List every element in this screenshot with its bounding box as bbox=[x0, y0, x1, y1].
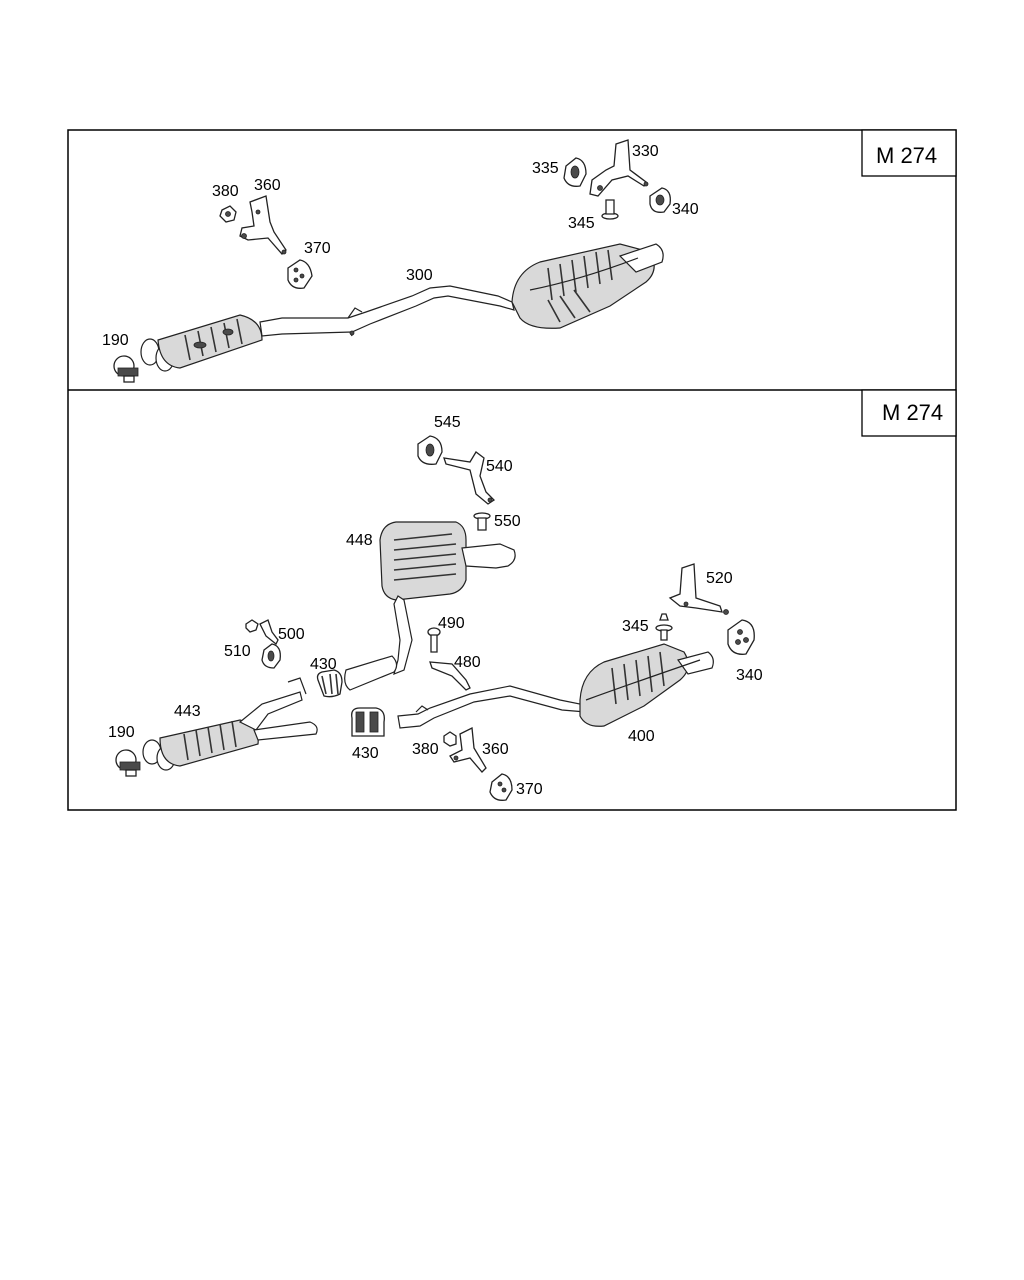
bracket-360-top bbox=[239, 195, 287, 255]
nut-510 bbox=[245, 619, 259, 633]
label-370-bottom: 370 bbox=[516, 781, 543, 798]
catalytic-converter-top bbox=[140, 314, 263, 372]
label-510: 510 bbox=[224, 643, 251, 660]
label-380: 380 bbox=[212, 183, 239, 200]
panel-bottom-title: M 274 bbox=[882, 400, 943, 425]
label-345-bottom: 345 bbox=[622, 618, 649, 635]
label-550: 550 bbox=[494, 513, 521, 530]
label-545: 545 bbox=[434, 414, 461, 431]
clamp-190-top bbox=[113, 355, 139, 383]
label-345: 345 bbox=[568, 215, 595, 232]
rubber-mount-510 bbox=[261, 643, 281, 669]
label-400: 400 bbox=[628, 728, 655, 745]
label-540: 540 bbox=[486, 458, 513, 475]
label-335: 335 bbox=[532, 160, 559, 177]
label-340: 340 bbox=[672, 201, 699, 218]
rubber-mount-545 bbox=[417, 435, 443, 465]
label-443: 443 bbox=[174, 703, 201, 720]
label-360-bottom: 360 bbox=[482, 741, 509, 758]
pipe-300 bbox=[259, 285, 515, 337]
nut-380-bottom bbox=[443, 731, 457, 747]
hanger-540 bbox=[443, 451, 496, 505]
label-330: 330 bbox=[632, 143, 659, 160]
label-430-lower: 430 bbox=[352, 745, 379, 762]
rubber-mount-340-top bbox=[649, 187, 671, 213]
bracket-360-bottom bbox=[449, 726, 487, 773]
bolt-345-top bbox=[601, 199, 619, 220]
rear-muffler-top bbox=[511, 243, 664, 329]
rubber-mount-340-bottom bbox=[727, 619, 755, 655]
rear-muffler-400 bbox=[579, 643, 714, 727]
nut-380-top bbox=[219, 205, 237, 223]
label-300: 300 bbox=[406, 267, 433, 284]
rear-pipe-400 bbox=[397, 685, 588, 729]
panel-top: M 274 bbox=[102, 129, 957, 383]
panel-bottom: M 274 bbox=[108, 389, 957, 801]
label-370: 370 bbox=[304, 240, 331, 257]
bolt-490 bbox=[427, 627, 441, 653]
hanger-330 bbox=[589, 139, 649, 197]
label-380-bottom: 380 bbox=[412, 741, 439, 758]
panel-top-title-box bbox=[861, 129, 957, 177]
clamp-430-lower bbox=[351, 707, 385, 737]
hanger-520 bbox=[668, 563, 729, 615]
middle-muffler-448 bbox=[379, 521, 516, 676]
panel-bottom-title-box bbox=[861, 389, 957, 437]
panel-top-title: M 274 bbox=[876, 143, 937, 168]
label-340-bottom: 340 bbox=[736, 667, 763, 684]
rubber-mount-370-bottom bbox=[489, 773, 513, 801]
rubber-mount-335 bbox=[563, 157, 587, 187]
label-448: 448 bbox=[346, 532, 373, 549]
label-520: 520 bbox=[706, 570, 733, 587]
label-500: 500 bbox=[278, 626, 305, 643]
label-480: 480 bbox=[454, 654, 481, 671]
bolt-550 bbox=[473, 512, 491, 531]
clamp-430-upper bbox=[316, 669, 343, 698]
bolt-345-bottom bbox=[655, 613, 673, 641]
label-430-upper: 430 bbox=[310, 656, 337, 673]
catalytic-converter-443 bbox=[142, 677, 318, 771]
diagram-frame bbox=[67, 129, 957, 811]
label-360: 360 bbox=[254, 177, 281, 194]
label-490: 490 bbox=[438, 615, 465, 632]
label-190: 190 bbox=[102, 332, 129, 349]
connector-pipe bbox=[344, 655, 398, 691]
label-190-bottom: 190 bbox=[108, 724, 135, 741]
clip-480 bbox=[429, 661, 471, 691]
clamp-190-bottom bbox=[115, 749, 141, 777]
rubber-mount-370-top bbox=[287, 259, 313, 289]
hanger-500 bbox=[259, 619, 279, 646]
